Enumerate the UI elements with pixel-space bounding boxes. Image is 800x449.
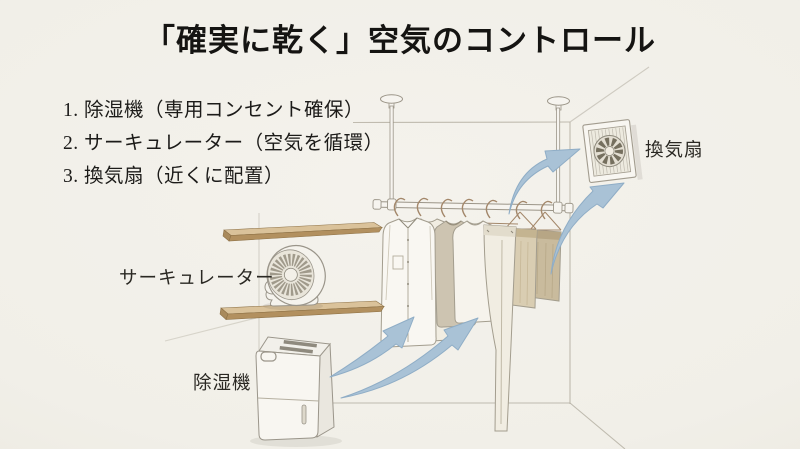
hanger-hooks [393,197,553,220]
dehumidifier-handle [260,351,277,362]
dehumidifier-front [255,350,321,441]
airflow-arrow [508,148,581,215]
ventilation-fan-label: 換気扇 [645,141,704,161]
wall-shelves [219,222,385,321]
ventilation-fan-illustration [582,119,643,184]
checklist-item-dehumidifier: 1. 除湿機（専用コンセント確保） [63,100,365,121]
page-title: 「確実に乾く」空気のコントロール [144,23,656,58]
rod-bar [377,201,569,212]
dehumidifier-label: 除湿機 [193,374,252,394]
ceiling-mount-right [547,96,570,111]
water-level-window [301,404,307,425]
rod-end-cap-left [372,199,382,210]
checklist-item-ventilation-fan: 3. 換気扇（近くに配置） [63,166,285,187]
shelf-upper [222,222,383,242]
rod-pole-left [389,105,394,207]
checklist: 1. 除湿機（専用コンセント確保） 2. サーキュレーター（空気を循環） 3. … [63,94,384,193]
airflow-arrows [329,148,625,399]
airflow-arrow [550,182,625,275]
rod-end-cap-right [564,202,574,214]
dehumidifier-illustration [250,336,342,447]
left-floor-hint-line [164,317,257,342]
hanging-clothes [380,211,562,432]
floor-corner-line [569,402,626,449]
circulator-label: サーキュレーター [119,269,275,289]
ceiling-line [352,121,571,124]
drying-rod [372,94,574,214]
pants [483,224,517,432]
shelf-lower [219,300,385,321]
rod-pole-bracket-right [552,201,563,214]
airflow-arrow [329,316,415,378]
fan-blades [596,137,624,165]
circulator-blades [269,253,312,296]
airflow-arrow [340,317,479,399]
checklist-item-circulator: 2. サーキュレーター（空気を循環） [63,133,384,154]
right-wall-ceiling-edge [569,66,650,123]
circulator-illustration [263,244,326,311]
